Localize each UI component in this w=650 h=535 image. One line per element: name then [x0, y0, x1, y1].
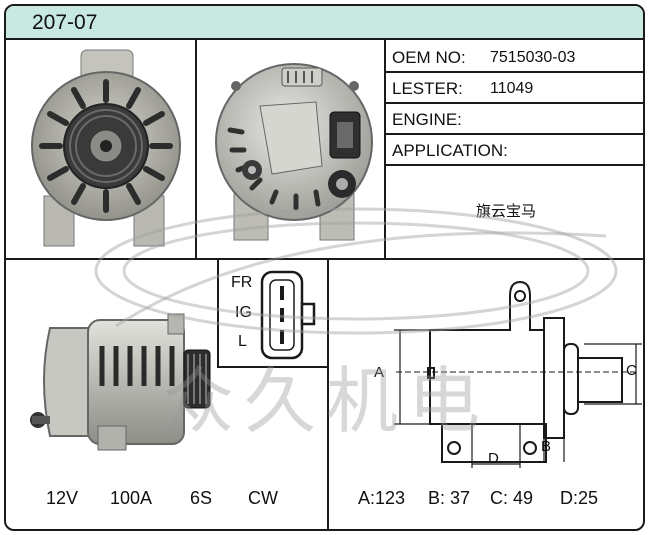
- divider-middle: [6, 258, 643, 260]
- alternator-front-photo: [31, 49, 181, 247]
- dimension-drawing: [394, 280, 642, 468]
- dim-label-c: C: [626, 362, 637, 379]
- rating-voltage: 12V: [46, 488, 79, 508]
- oem-value: 7515030-03: [490, 49, 576, 66]
- alternator-rear-photo: [215, 63, 373, 241]
- rating-pulley: 6S: [190, 488, 213, 508]
- dim-label-a: A: [374, 364, 385, 381]
- product-sheet: 207-07 OEM NO: 7515030-03 LESTER: 11049 …: [4, 4, 645, 531]
- part-number-title: 207-07: [32, 11, 98, 34]
- application-value: 旗云宝马: [476, 202, 537, 220]
- divider-photo-2: [384, 40, 386, 260]
- dim-value-d: D:25: [560, 488, 599, 508]
- engine-label: ENGINE:: [392, 110, 462, 129]
- rating-rotation: CW: [248, 488, 278, 508]
- lester-label: LESTER:: [392, 79, 463, 98]
- spec-row-line-3: [384, 133, 643, 135]
- watermark-text: 众久机电: [162, 359, 491, 443]
- spec-row-line-1: [384, 71, 643, 73]
- alternator-side-photo: [30, 313, 211, 451]
- dim-label-b: B: [541, 438, 552, 455]
- application-label: APPLICATION:: [392, 141, 508, 160]
- pin-label-l: L: [238, 333, 247, 350]
- spec-row-line-2: [384, 102, 643, 104]
- connector-plug-icon: [260, 270, 316, 360]
- dim-label-d: D: [488, 450, 499, 467]
- pin-label-fr: FR: [231, 274, 253, 291]
- connector-box: [217, 260, 327, 368]
- dim-value-c: C: 49: [490, 488, 534, 508]
- dim-value-a: A:123: [358, 488, 406, 508]
- lester-value: 11049: [490, 80, 534, 97]
- pin-label-ig: IG: [235, 304, 252, 321]
- spec-row-line-4: [384, 164, 643, 166]
- dim-value-b: B: 37: [428, 488, 471, 508]
- header-bar: 207-07: [6, 6, 643, 40]
- divider-photo-1: [195, 40, 197, 260]
- oem-label: OEM NO:: [392, 48, 466, 67]
- divider-bottom: [327, 258, 329, 529]
- rating-current: 100A: [110, 488, 153, 508]
